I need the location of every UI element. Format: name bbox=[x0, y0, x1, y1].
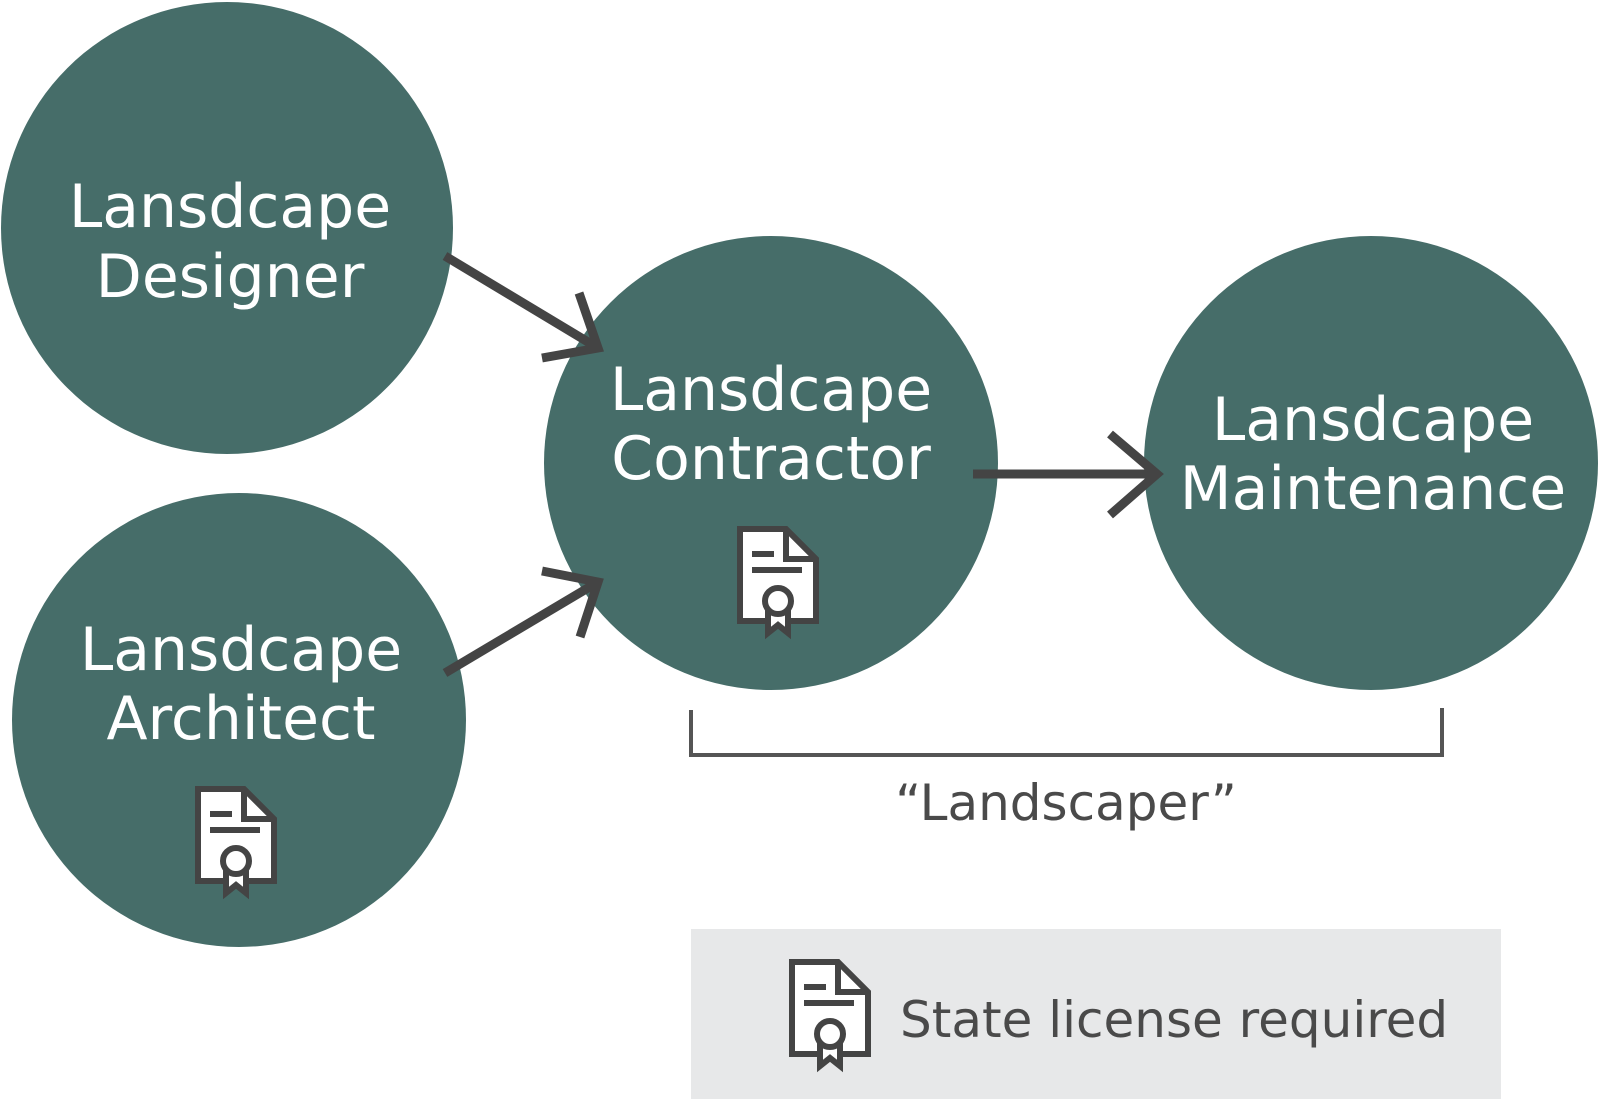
node-label-line1: Lansdcape bbox=[69, 172, 391, 242]
node-label-line2: Maintenance bbox=[1180, 454, 1566, 524]
arrow-architect-to-contractor bbox=[442, 566, 604, 677]
group-label: “Landscaper” bbox=[895, 774, 1237, 832]
node-landscape-contractor: Lansdcape Contractor bbox=[544, 236, 998, 690]
arrow-designer-to-contractor bbox=[442, 252, 604, 363]
legend-label: State license required bbox=[900, 991, 1448, 1049]
node-landscape-designer: Lansdcape Designer bbox=[1, 2, 453, 454]
node-label-line2: Contractor bbox=[611, 424, 931, 494]
node-label-line2: Architect bbox=[106, 684, 375, 754]
license-certificate-icon bbox=[740, 529, 816, 633]
license-certificate-icon bbox=[792, 962, 868, 1066]
group-bracket bbox=[689, 708, 1444, 757]
legend: State license required bbox=[691, 929, 1501, 1099]
node-landscape-maintenance: Lansdcape Maintenance bbox=[1144, 236, 1598, 690]
license-certificate-icon bbox=[198, 789, 274, 893]
node-label-line1: Lansdcape bbox=[80, 615, 402, 685]
node-label-line1: Lansdcape bbox=[1212, 385, 1534, 455]
node-landscape-architect: Lansdcape Architect bbox=[12, 493, 466, 947]
landscaper-group: “Landscaper” bbox=[689, 708, 1444, 832]
node-label-line2: Designer bbox=[96, 242, 365, 312]
arrow-contractor-to-maintenance bbox=[973, 430, 1164, 519]
node-label-line1: Lansdcape bbox=[610, 355, 932, 425]
